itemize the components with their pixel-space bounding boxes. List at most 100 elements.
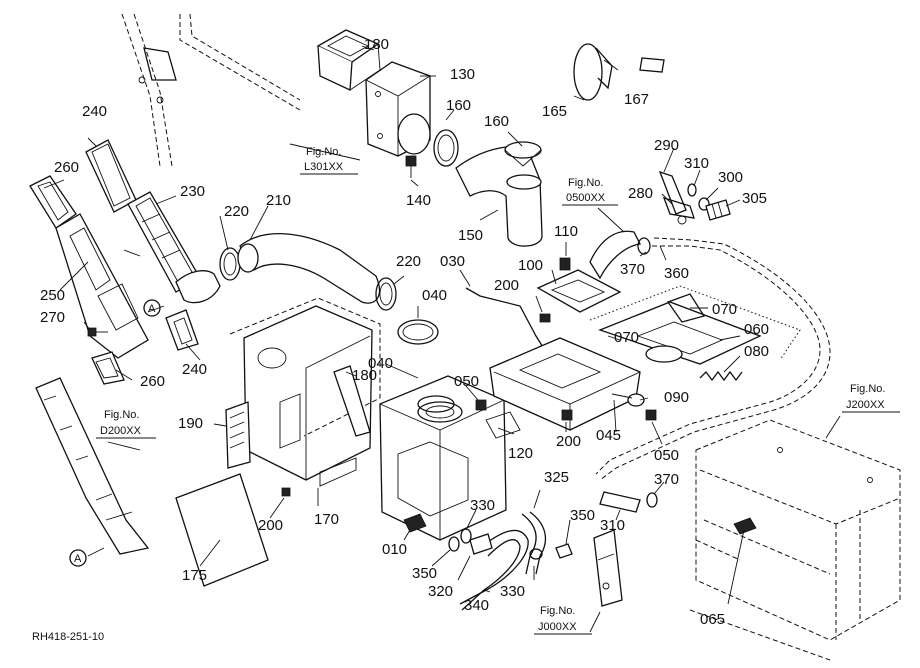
part-350-clamp-right: [555, 543, 573, 559]
part-label-010: 010: [382, 541, 407, 558]
part-180-duct-end: [316, 29, 381, 91]
figure-ref-d200xx: Fig.No. D200XX: [96, 409, 156, 439]
part-370-clamp-lower: [646, 492, 658, 508]
part-220-clamp-upper: [219, 247, 241, 281]
part-label-180b: 180: [352, 367, 377, 384]
callout-a-upper: A: [143, 299, 161, 317]
part-label-305: 305: [742, 190, 767, 207]
part-label-160b: 160: [484, 113, 509, 130]
part-160-hose-clamp: [433, 129, 459, 167]
part-200-bolt-left: [281, 487, 291, 497]
part-label-160a: 160: [446, 97, 471, 114]
part-label-120: 120: [508, 445, 533, 462]
part-220-clamp-lower: [375, 277, 397, 311]
part-320-fitting: [469, 533, 493, 555]
part-label-175: 175: [182, 567, 207, 584]
callout-a-lower-label: A: [74, 553, 82, 565]
part-label-150: 150: [458, 227, 483, 244]
figure-ref-l301xx-code: L301XX: [304, 161, 344, 173]
figure-ref-l301xx: Fig.No. L301XX: [300, 146, 358, 175]
part-130-duct-elbow: [365, 61, 431, 157]
part-310-washer-upper: [687, 183, 697, 197]
part-label-220a: 220: [224, 203, 249, 220]
part-label-170: 170: [314, 511, 339, 528]
part-210-hose: [175, 233, 381, 304]
part-label-250: 250: [40, 287, 65, 304]
part-label-167: 167: [624, 91, 649, 108]
part-label-200b: 200: [556, 433, 581, 450]
figure-ref-d200xx-line1: Fig.No.: [104, 409, 139, 421]
part-070-pad-lower: [645, 345, 683, 363]
part-label-070b: 070: [614, 329, 639, 346]
figure-ref-0500xx: Fig.No. 0500XX: [562, 177, 618, 206]
part-165-strap: [573, 43, 619, 101]
leader-lines: [43, 45, 841, 633]
part-label-260a: 260: [54, 159, 79, 176]
part-label-030: 030: [440, 253, 465, 270]
callout-a-lower: A: [69, 549, 87, 567]
part-050-bolt-left: [475, 399, 487, 411]
part-label-180a: 180: [364, 36, 389, 53]
part-040-ring-upper: [397, 319, 439, 345]
part-label-290: 290: [654, 137, 679, 154]
part-360-line: [595, 237, 831, 481]
part-340-hose: [459, 529, 529, 611]
cab-module-j200xx: [689, 419, 901, 661]
figure-ref-0500xx-line1: Fig.No.: [568, 177, 603, 189]
support-bracket-left: [35, 377, 150, 555]
part-label-270: 270: [40, 309, 65, 326]
part-label-325: 325: [544, 469, 569, 486]
part-number-labels: 180 130 160 160 165 167 140 150 240 260 …: [40, 36, 769, 628]
part-175-panel: [175, 473, 269, 587]
part-110-bolt: [559, 257, 571, 271]
part-305-fitting: [705, 199, 731, 221]
part-label-300: 300: [718, 169, 743, 186]
part-label-220b: 220: [396, 253, 421, 270]
part-120-housing: [485, 337, 641, 439]
figure-ref-j000xx-line1: Fig.No.: [540, 605, 575, 617]
part-280-valve: [662, 196, 695, 225]
part-label-090: 090: [664, 389, 689, 406]
part-label-050a: 050: [454, 373, 479, 390]
figure-ref-j000xx-code: J000XX: [538, 621, 577, 633]
part-label-190: 190: [178, 415, 203, 432]
part-010-tank: [379, 375, 507, 541]
part-330-clamp-right: [529, 548, 543, 560]
part-label-165: 165: [542, 103, 567, 120]
part-label-100: 100: [518, 257, 543, 274]
cab-frame-outline: [121, 13, 301, 167]
part-label-065: 065: [700, 611, 725, 628]
part-200-bolt-lower: [561, 409, 573, 421]
part-label-230: 230: [180, 183, 205, 200]
part-030-link-rod: [465, 287, 547, 353]
part-label-080: 080: [744, 343, 769, 360]
part-label-330a: 330: [470, 497, 495, 514]
part-100-filter: [536, 269, 622, 313]
part-150-elbow-hose: [455, 141, 543, 247]
part-label-060: 060: [744, 321, 769, 338]
figure-ref-j200xx: Fig.No. J200XX: [842, 383, 900, 413]
figure-ref-d200xx-code: D200XX: [100, 425, 142, 437]
part-label-045: 045: [596, 427, 621, 444]
callout-a-upper-label: A: [148, 303, 156, 315]
part-hose-0500xx: [589, 230, 641, 280]
part-label-310a: 310: [684, 155, 709, 172]
part-250-side-cover: [55, 213, 149, 359]
part-label-240a: 240: [82, 103, 107, 120]
part-label-350b: 350: [412, 565, 437, 582]
part-label-070a: 070: [712, 301, 737, 318]
part-370-clamp-upper: [637, 237, 651, 255]
part-label-050b: 050: [654, 447, 679, 464]
part-label-360: 360: [664, 265, 689, 282]
part-label-340: 340: [464, 597, 489, 614]
part-label-320: 320: [428, 583, 453, 600]
part-label-130: 130: [450, 66, 475, 83]
part-label-040a: 040: [422, 287, 447, 304]
bracket-j000xx: [593, 529, 623, 607]
drawing-code: RH418-251-10: [32, 631, 104, 643]
part-label-210: 210: [266, 192, 291, 209]
part-label-260b: 260: [140, 373, 165, 390]
part-167-clip: [639, 57, 665, 73]
part-240-filter-upper: [85, 139, 137, 213]
